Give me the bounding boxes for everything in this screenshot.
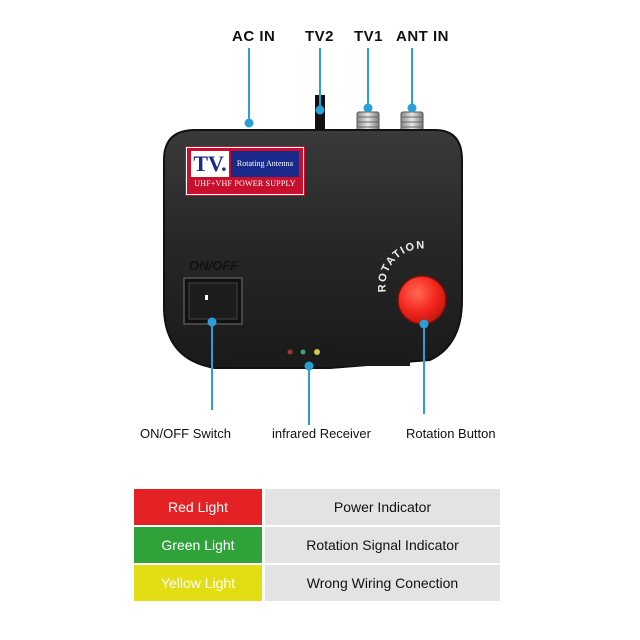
light-legend-table: Red Light Power Indicator Green Light Ro…	[134, 489, 500, 603]
brand-supply: UHF+VHF POWER SUPPLY	[194, 179, 296, 188]
switch-indicator	[205, 295, 208, 300]
tv1-connector	[356, 111, 380, 135]
tv2-cable	[315, 95, 325, 135]
brand-subtitle: Rotating Antenna	[231, 151, 299, 177]
ant-in-dot	[407, 103, 417, 113]
rotation-button	[397, 275, 447, 325]
legend-meaning: Rotation Signal Indicator	[265, 527, 500, 563]
legend-row: Red Light Power Indicator	[134, 489, 500, 525]
legend-light-swatch: Red Light	[134, 489, 262, 525]
rotation-callout: Rotation Button	[406, 426, 496, 441]
legend-meaning: Wrong Wiring Conection	[265, 565, 500, 601]
tv1-label: TV1	[354, 28, 384, 45]
green-led	[300, 349, 306, 355]
legend-meaning: Power Indicator	[265, 489, 500, 525]
ac-in-label: AC IN	[232, 28, 276, 45]
ac-in-dot	[244, 118, 254, 128]
switch-callout: ON/OFF Switch	[140, 426, 232, 441]
legend-row: Green Light Rotation Signal Indicator	[134, 527, 500, 563]
switch-device-label: ON/OFF	[189, 258, 239, 273]
switch-rocker	[188, 282, 238, 320]
ant-in-label: ANT IN	[396, 28, 449, 45]
legend-row: Yellow Light Wrong Wiring Conection	[134, 565, 500, 601]
legend-light-swatch: Yellow Light	[134, 565, 262, 601]
tv2-label: TV2	[305, 28, 335, 45]
brand-badge: TV. Rotating Antenna UHF+VHF POWER SUPPL…	[186, 147, 304, 195]
ant-in-connector	[400, 111, 424, 135]
legend-light-swatch: Green Light	[134, 527, 262, 563]
red-led	[287, 349, 293, 355]
yellow-led	[314, 349, 320, 355]
tv2-dot	[315, 105, 325, 115]
brand-tv: TV.	[191, 151, 229, 177]
receiver-callout: infrared Receiver	[272, 426, 371, 441]
receiver-strip	[232, 345, 410, 366]
tv1-dot	[363, 103, 373, 113]
